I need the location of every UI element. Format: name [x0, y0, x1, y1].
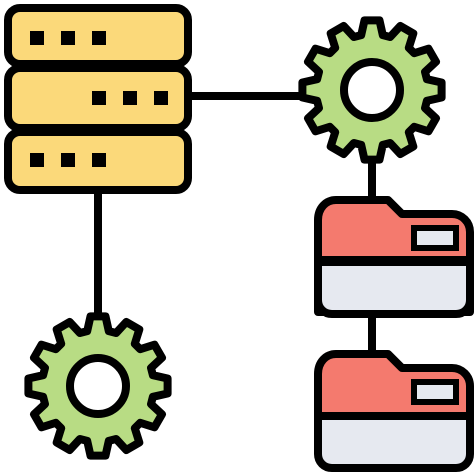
folder-body [314, 412, 474, 472]
folder-icon [314, 350, 474, 472]
folder-label [411, 379, 459, 405]
gear-icon [298, 16, 446, 164]
gear-icon [24, 312, 172, 460]
folder-body-rounded-bottom [314, 258, 474, 318]
gear-hole [66, 354, 130, 418]
folder-label [411, 225, 459, 251]
server-indicator-lights [30, 31, 168, 167]
gear-hole [340, 58, 404, 122]
folder-icon [314, 196, 474, 318]
server-stack-icon [4, 4, 192, 194]
